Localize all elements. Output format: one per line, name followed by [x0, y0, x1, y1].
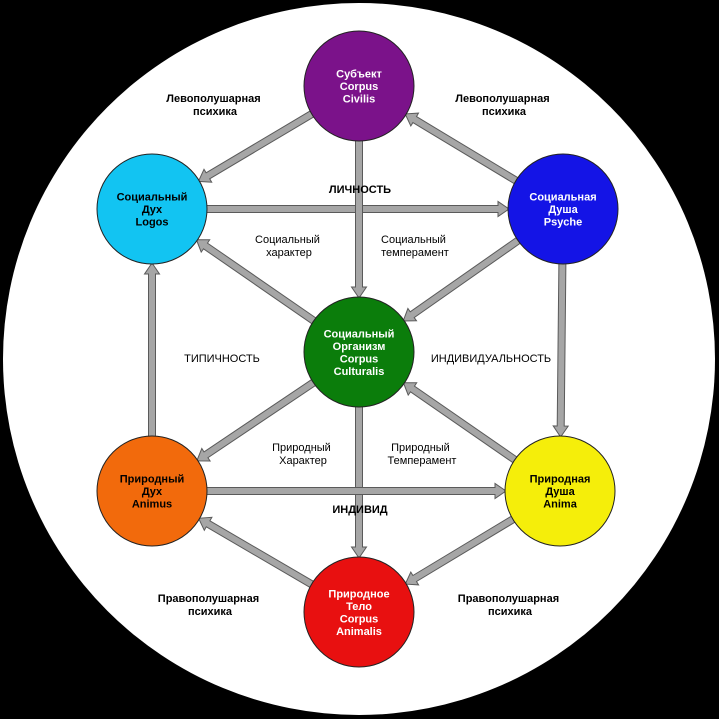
natural-temperament-label: Природный Темперамент: [388, 442, 457, 467]
node-center-line-1: Организм: [333, 341, 386, 353]
social-character-label: Социальный характер: [255, 234, 323, 259]
node-bottom-line-0: Природное: [328, 588, 389, 600]
node-ll-circle: [96, 435, 208, 547]
arrows-layer: [143, 109, 570, 589]
natural-character-label: Природный Характер: [272, 442, 334, 467]
arrow-bottom-to-ll: [197, 516, 316, 589]
node-bottom-line-1: Тело: [346, 601, 372, 613]
right-brain-label-bottom-left: Правополушарная психика: [158, 593, 262, 618]
arrow-ur-to-top: [404, 112, 521, 186]
node-bottom-line-3: Animalis: [336, 626, 382, 638]
arrow-lr-to-bottom: [404, 514, 518, 586]
arrow-center-to-ll: [196, 377, 318, 462]
arrow-top-to-center: [350, 138, 368, 299]
node-ur-line-0: Социальная: [529, 192, 596, 204]
node-ul-circle: [96, 153, 208, 265]
arrow-ur-to-lr: [552, 261, 570, 438]
personality-label: ЛИЧНОСТЬ: [329, 184, 391, 196]
typicality-label: ТИПИЧНОСТЬ: [184, 353, 260, 365]
node-center-line-0: Социальный: [324, 328, 395, 340]
node-lr-line-0: Природная: [530, 474, 591, 486]
node-ur-circle: [507, 153, 619, 265]
arrow-ur-to-center: [402, 235, 523, 322]
node-lr-line-2: Anima: [543, 499, 578, 511]
node-ul-line-1: Дух: [142, 204, 163, 216]
node-top-line-2: Civilis: [343, 94, 375, 106]
node-top-line-1: Corpus: [340, 81, 379, 93]
arrow-center-to-ul: [195, 239, 319, 326]
node-ul-line-0: Социальный: [117, 192, 188, 204]
arrow-ll-to-lr: [204, 482, 507, 500]
node-lr-line-1: Душа: [545, 486, 575, 498]
left-brain-label-top-right: Левополушарная психика: [455, 93, 552, 118]
arrow-ll-to-ul: [143, 262, 161, 439]
arrow-center-to-bottom: [350, 404, 368, 559]
node-ur-line-2: Psyche: [544, 217, 583, 229]
node-ll-line-0: Природный: [120, 474, 184, 486]
node-ll-line-2: Animus: [132, 499, 172, 511]
node-bottom-circle: [303, 556, 415, 668]
node-ll-line-1: Дух: [142, 486, 163, 498]
individual-label: ИНДИВИД: [332, 504, 387, 516]
social-temperament-label: Социальный темперамент: [381, 234, 449, 259]
right-brain-label-bottom-right: Правополушарная психика: [458, 593, 562, 618]
node-center-line-2: Corpus: [340, 353, 379, 365]
node-top-circle: [303, 30, 415, 142]
node-top-line-0: Субъект: [336, 69, 382, 81]
node-ul-line-2: Logos: [136, 217, 169, 229]
arrow-lr-to-center: [402, 382, 520, 465]
nodes-layer: СубъектCorpusCivilisСоциальныйДухLogosСо…: [96, 30, 619, 668]
arrow-top-to-ul: [197, 109, 316, 183]
individuality-label: ИНДИВИДУАЛЬНОСТЬ: [431, 353, 551, 365]
left-brain-label-top-left: Левополушарная психика: [166, 93, 263, 118]
node-center-line-3: Culturalis: [334, 366, 385, 378]
node-bottom-line-2: Corpus: [340, 613, 379, 625]
node-center-circle: [303, 296, 415, 408]
node-lr-circle: [504, 435, 616, 547]
node-ur-line-1: Душа: [548, 204, 578, 216]
